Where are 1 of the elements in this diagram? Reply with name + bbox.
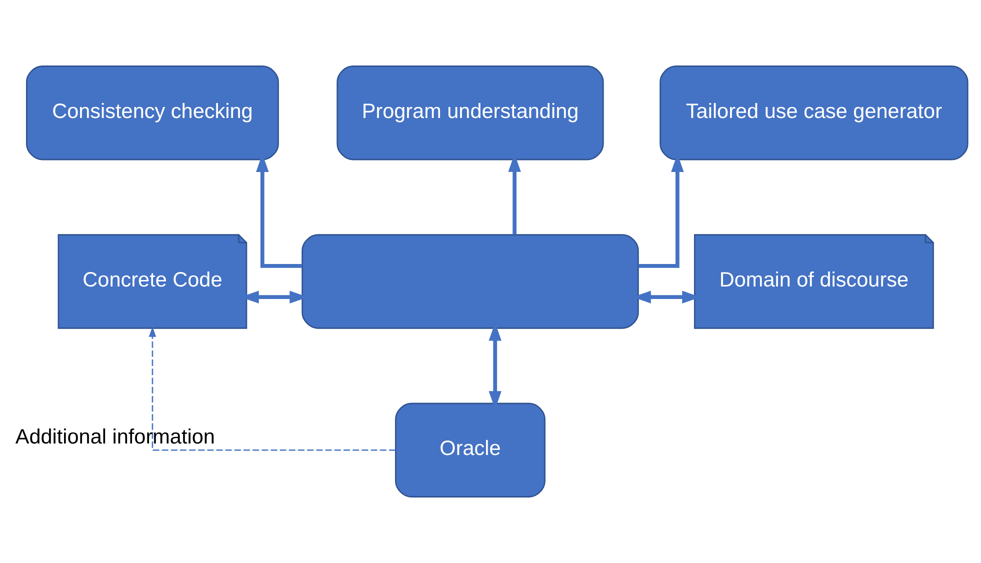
edge-label: Additional information bbox=[15, 425, 215, 448]
